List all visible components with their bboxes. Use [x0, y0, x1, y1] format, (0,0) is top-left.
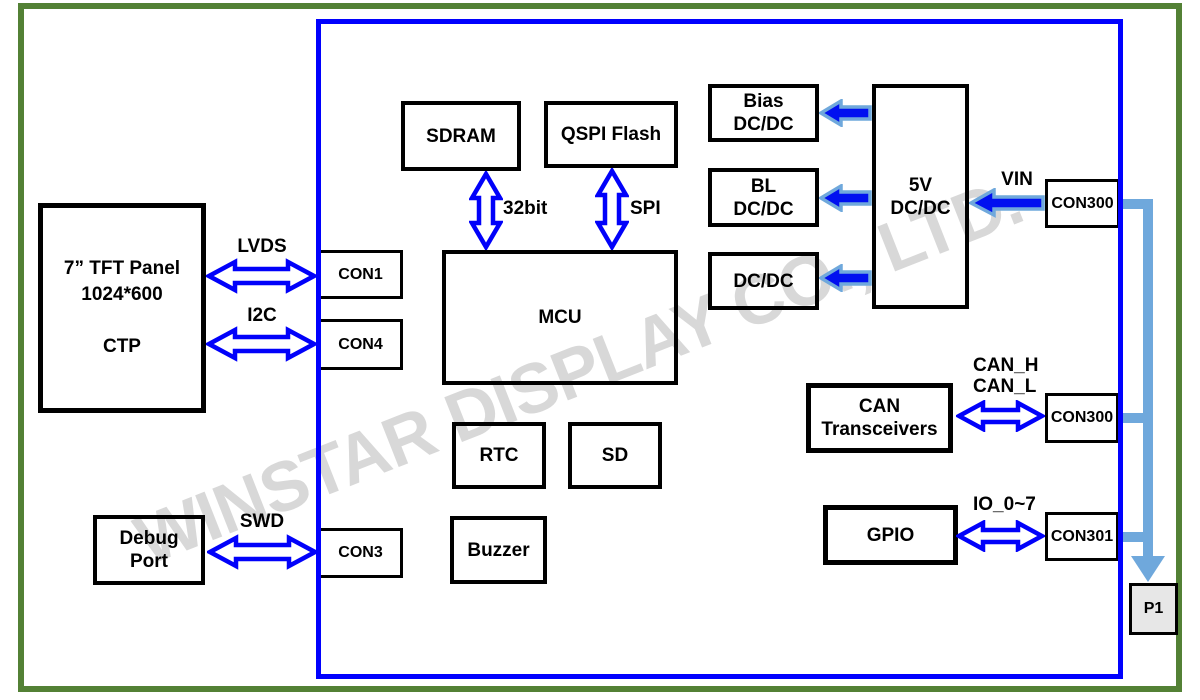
gpio-double-arrow-icon — [956, 520, 1045, 552]
connector-con300-vin: CON300 — [1045, 179, 1120, 228]
label-can-h-l: CAN_H CAN_L — [973, 355, 1039, 397]
box-sd: SD — [568, 422, 662, 489]
box-5v-dcdc: 5V DC/DC — [872, 84, 969, 309]
box-sdram: SDRAM — [401, 101, 521, 171]
dcdc-power-arrow-icon — [819, 264, 872, 292]
swd-double-arrow-icon — [207, 534, 318, 570]
vin-power-arrow-icon — [969, 188, 1045, 218]
box-gpio: GPIO — [823, 505, 958, 565]
sdram-bus-double-arrow-icon — [469, 171, 503, 250]
box-tft-panel: 7” TFT Panel 1024*600 CTP — [38, 203, 206, 413]
label-vin: VIN — [1001, 169, 1033, 190]
connector-con300-can: CON300 — [1045, 393, 1119, 443]
connector-con3: CON3 — [318, 528, 403, 578]
box-debug-port: Debug Port — [93, 515, 205, 585]
i2c-double-arrow-icon — [206, 326, 317, 362]
box-qspi-flash: QSPI Flash — [544, 101, 678, 168]
p1-bus-elbow — [1120, 199, 1153, 209]
box-dcdc: DC/DC — [708, 252, 819, 310]
connector-con4: CON4 — [318, 319, 403, 370]
label-lvds: LVDS — [237, 236, 287, 257]
can-double-arrow-icon — [956, 400, 1045, 432]
p1-bus-vertical — [1143, 199, 1153, 558]
box-mcu: MCU — [442, 250, 678, 385]
label-spi: SPI — [630, 198, 661, 219]
p1-bus-stub-con301 — [1120, 532, 1143, 542]
lvds-double-arrow-icon — [206, 258, 317, 294]
box-rtc: RTC — [452, 422, 546, 489]
label-i2c: I2C — [247, 305, 277, 326]
bias-power-arrow-icon — [819, 99, 872, 127]
label-io-0-7: IO_0~7 — [973, 494, 1036, 515]
p1-bus-stub-con300 — [1120, 413, 1143, 423]
spi-bus-double-arrow-icon — [595, 168, 629, 250]
connector-con1: CON1 — [318, 250, 403, 299]
box-bl-dcdc: BL DC/DC — [708, 168, 819, 227]
box-buzzer: Buzzer — [450, 516, 547, 584]
outer-green-frame — [18, 3, 1182, 692]
connector-con301: CON301 — [1045, 512, 1119, 561]
label-swd: SWD — [239, 511, 285, 532]
box-can-transceivers: CAN Transceivers — [806, 383, 953, 453]
connector-p1: P1 — [1129, 583, 1178, 635]
down-arrow-icon — [1131, 556, 1165, 582]
label-32bit: 32bit — [503, 198, 548, 219]
box-bias-dcdc: Bias DC/DC — [708, 84, 819, 142]
bl-power-arrow-icon — [819, 184, 872, 212]
